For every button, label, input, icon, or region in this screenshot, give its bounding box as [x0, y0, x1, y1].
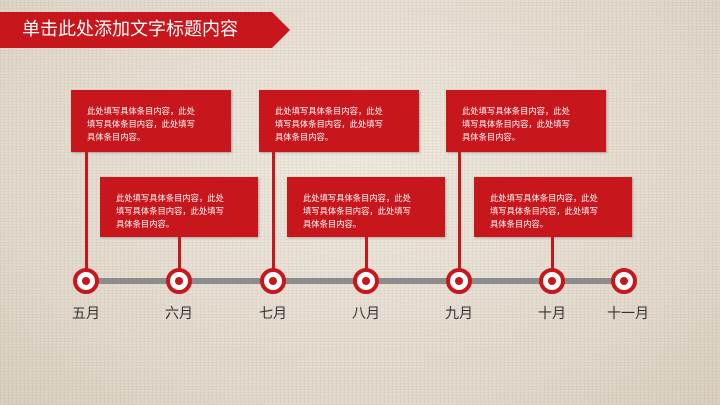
- textbox-line: 此处填写具体条目内容，此处: [87, 106, 195, 116]
- textbox-line: 此处填写具体条目内容，此处: [275, 106, 383, 116]
- connector-stem: [365, 237, 368, 272]
- textbox-line: 此处填写具体条目内容，此处: [303, 193, 411, 203]
- lower-textbox-1[interactable]: 此处填写具体条目内容，此处 填写具体条目内容，此处填写 具体条目内容。: [100, 177, 258, 237]
- textbox-line: 填写具体条目内容，此处填写: [275, 119, 383, 129]
- textbox-line: 具体条目内容。: [462, 132, 521, 142]
- upper-textbox-3[interactable]: 此处填写具体条目内容，此处 填写具体条目内容，此处填写 具体条目内容。: [446, 90, 606, 152]
- textbox-line: 填写具体条目内容，此处填写: [462, 119, 570, 129]
- textbox-line: 填写具体条目内容，此处填写: [490, 206, 598, 216]
- timeline-node[interactable]: [73, 268, 99, 294]
- textbox-line: 填写具体条目内容，此处填写: [303, 206, 411, 216]
- slide-title[interactable]: 单击此处添加文字标题内容: [22, 19, 238, 40]
- title-banner: [0, 12, 290, 48]
- textbox-line: 具体条目内容。: [116, 219, 175, 229]
- connector-stem: [458, 152, 461, 272]
- timeline-node[interactable]: [260, 268, 286, 294]
- connector-stem: [178, 237, 181, 272]
- textbox-line: 填写具体条目内容，此处填写: [116, 206, 224, 216]
- month-label: 八月: [352, 306, 380, 322]
- month-label: 十一月: [607, 306, 649, 322]
- upper-textbox-1[interactable]: 此处填写具体条目内容，此处 填写具体条目内容，此处填写 具体条目内容。: [71, 90, 231, 152]
- textbox-line: 具体条目内容。: [275, 132, 334, 142]
- connector-stem: [85, 152, 88, 272]
- textbox-line: 此处填写具体条目内容，此处: [490, 193, 598, 203]
- textbox-line: 此处填写具体条目内容，此处: [462, 106, 570, 116]
- connector-stem: [272, 152, 275, 272]
- textbox-line: 具体条目内容。: [87, 132, 146, 142]
- month-label: 五月: [72, 306, 100, 322]
- textbox-line: 填写具体条目内容，此处填写: [87, 119, 195, 129]
- lower-textbox-2[interactable]: 此处填写具体条目内容，此处 填写具体条目内容，此处填写 具体条目内容。: [287, 177, 445, 237]
- textbox-line: 此处填写具体条目内容，此处: [116, 193, 224, 203]
- month-label: 七月: [259, 306, 287, 322]
- connector-stem: [551, 237, 554, 272]
- textbox-line: 具体条目内容。: [490, 219, 549, 229]
- month-label: 九月: [445, 306, 473, 322]
- month-label: 十月: [538, 306, 566, 322]
- timeline-node[interactable]: [611, 268, 637, 294]
- month-label: 六月: [165, 306, 193, 322]
- textbox-line: 具体条目内容。: [303, 219, 362, 229]
- timeline-node[interactable]: [539, 268, 565, 294]
- timeline-node[interactable]: [446, 268, 472, 294]
- timeline-node[interactable]: [353, 268, 379, 294]
- upper-textbox-2[interactable]: 此处填写具体条目内容，此处 填写具体条目内容，此处填写 具体条目内容。: [259, 90, 419, 152]
- timeline-node[interactable]: [166, 268, 192, 294]
- lower-textbox-3[interactable]: 此处填写具体条目内容，此处 填写具体条目内容，此处填写 具体条目内容。: [474, 177, 632, 237]
